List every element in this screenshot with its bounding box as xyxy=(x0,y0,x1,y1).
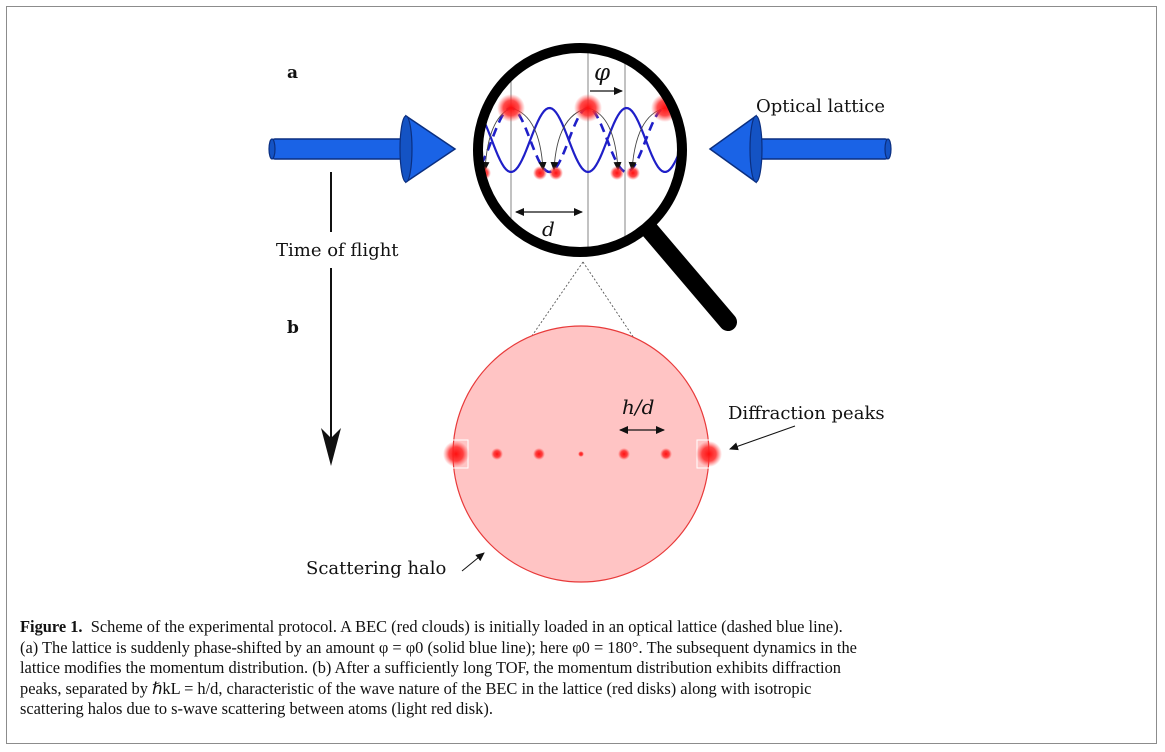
scattering-halo-label: Scattering halo xyxy=(306,558,446,579)
left-laser-beam xyxy=(268,114,457,184)
figure-caption: Figure 1. Scheme of the experimental pro… xyxy=(20,617,1145,720)
diffraction-peak xyxy=(660,448,672,460)
caption-text-1: Scheme of the experimental protocol. A B… xyxy=(90,617,843,636)
diffraction-peak xyxy=(491,448,503,460)
caption-line-2: (a) The lattice is suddenly phase-shifte… xyxy=(20,637,857,657)
diffraction-peak xyxy=(696,441,722,467)
atom-cloud xyxy=(549,166,563,180)
figure-diagram: a b Optical lattice Time of flight xyxy=(268,43,892,583)
atom-cloud xyxy=(533,166,547,180)
solid-lattice-wave xyxy=(478,106,682,174)
d-label: d xyxy=(542,217,555,241)
right-laser-beam xyxy=(708,114,892,184)
caption-label: Figure 1. xyxy=(20,617,83,636)
atom-cloud xyxy=(626,166,640,180)
caption-line-4: peaks, separated by ℏkL = h/d, character… xyxy=(20,678,812,698)
magnifier-handle xyxy=(639,219,737,331)
diffraction-peak xyxy=(618,448,630,460)
optical-lattice-label: Optical lattice xyxy=(756,96,885,117)
phi-label: φ xyxy=(594,60,611,86)
diffraction-peaks-label: Diffraction peaks xyxy=(728,403,885,424)
caption-line-5: scattering halos due to s-wave scatterin… xyxy=(20,699,493,719)
diffraction-peak xyxy=(443,441,469,467)
atom-cloud xyxy=(497,94,525,122)
diffraction-peak xyxy=(533,448,545,460)
panel-a-label: a xyxy=(287,63,298,83)
atom-cloud xyxy=(610,166,624,180)
halo-pointer xyxy=(461,552,485,572)
diffraction-peak xyxy=(578,451,584,457)
caption-line-3: lattice modifies the momentum distributi… xyxy=(20,658,841,678)
panel-b-label: b xyxy=(287,318,299,338)
tof-arrow-head xyxy=(321,428,341,466)
magnifier-rim xyxy=(473,43,687,257)
diffraction-pointer xyxy=(729,425,796,451)
atom-cloud xyxy=(574,94,602,122)
figure-frame xyxy=(6,6,1157,744)
lens-content: d φ xyxy=(478,48,682,252)
time-of-flight-label: Time of flight xyxy=(276,240,399,261)
diffraction-peaks xyxy=(443,439,722,469)
caption-line-1: Figure 1. Scheme of the experimental pro… xyxy=(20,617,1145,638)
hd-label: h/d xyxy=(622,395,654,419)
